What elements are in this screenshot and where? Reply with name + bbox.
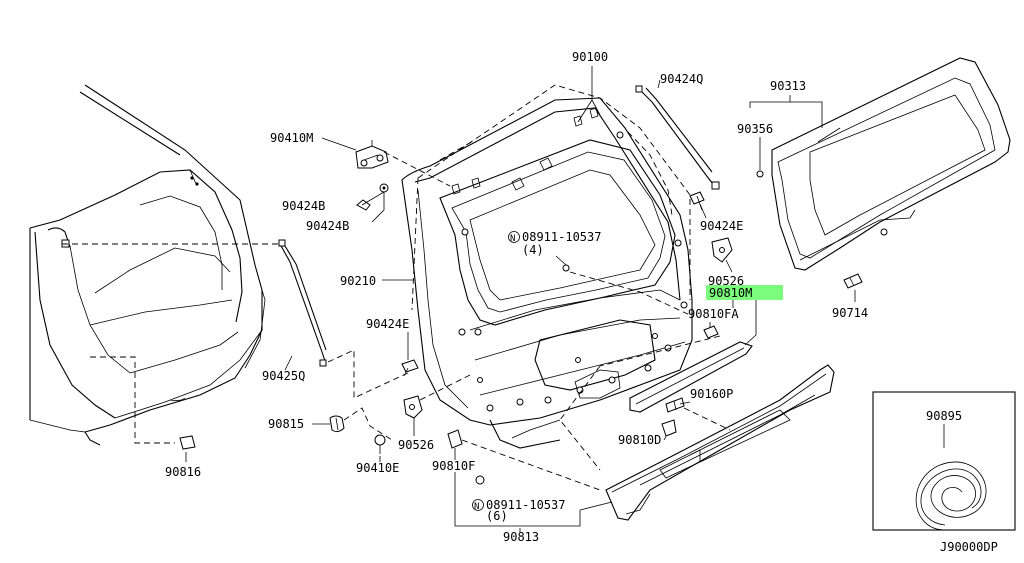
diagram-code: J90000DP <box>940 540 998 554</box>
label-90424E-b: 90424E <box>366 317 409 331</box>
part-90410E-bolt <box>374 434 386 454</box>
label-90356: 90356 <box>737 122 773 136</box>
part-90160P-bolt <box>665 397 685 413</box>
label-90424B-b: 90424B <box>306 219 349 233</box>
inset-90895-tape <box>872 391 1016 531</box>
label-90410M: 90410M <box>270 131 313 145</box>
part-90424Q-gas-stay <box>635 85 720 190</box>
label-90100: 90100 <box>572 50 608 64</box>
label-90816: 90816 <box>165 465 201 479</box>
label-bolt-qty-4: (4) <box>522 243 544 257</box>
part-90810D-clip <box>661 419 677 437</box>
part-90526-bracket-lower <box>403 395 423 419</box>
part-90526-bracket-upper <box>711 237 733 263</box>
vehicle-rear-illustration <box>29 84 266 446</box>
label-bolt-qty-6: (6) <box>486 509 508 523</box>
part-90816-cap <box>179 435 196 450</box>
label-90714: 90714 <box>832 306 868 320</box>
label-90526-a: 90526 <box>708 274 744 288</box>
label-90424B-a: 90424B <box>282 199 325 213</box>
part-90810FA-clip <box>703 325 719 339</box>
label-90424Q: 90424Q <box>660 72 703 86</box>
label-90313: 90313 <box>770 79 806 93</box>
part-90424E-lower-stud <box>401 359 419 377</box>
label-90810D: 90810D <box>618 433 661 447</box>
label-90810F: 90810F <box>432 459 475 473</box>
part-90714-clip <box>843 273 863 289</box>
part-90810M-moulding <box>629 341 753 413</box>
part-90424E-upper-stud <box>689 191 705 211</box>
part-90425Q-gas-stay <box>278 239 327 367</box>
label-bolt-08911-10537-a: 08911-10537 <box>522 230 601 244</box>
bolt1-symbol: N <box>510 234 515 244</box>
label-90410E: 90410E <box>356 461 399 475</box>
part-90410M-hinge <box>355 140 389 169</box>
label-90815: 90815 <box>268 417 304 431</box>
label-90813: 90813 <box>503 530 539 544</box>
label-90160P: 90160P <box>690 387 733 401</box>
label-bolt-08911-10537-b: 08911-10537 <box>486 498 565 512</box>
highlight-90810M <box>706 285 783 300</box>
part-bolt-08911-10537-lower <box>475 475 485 485</box>
label-90526-b: 90526 <box>398 438 434 452</box>
label-90810M: 90810M <box>709 286 752 300</box>
part-90813-finisher <box>605 364 835 521</box>
bolt2-symbol: N <box>474 502 479 512</box>
part-90100-back-door <box>401 84 693 449</box>
label-90895: 90895 <box>926 409 962 423</box>
part-90810F-clip <box>447 429 463 449</box>
label-90424E-a: 90424E <box>700 219 743 233</box>
label-90810FA: 90810FA <box>688 307 739 321</box>
part-90815-bumper <box>329 415 345 433</box>
part-90313-back-glass <box>771 57 1011 271</box>
label-90210: 90210 <box>340 274 376 288</box>
label-90425Q: 90425Q <box>262 369 305 383</box>
